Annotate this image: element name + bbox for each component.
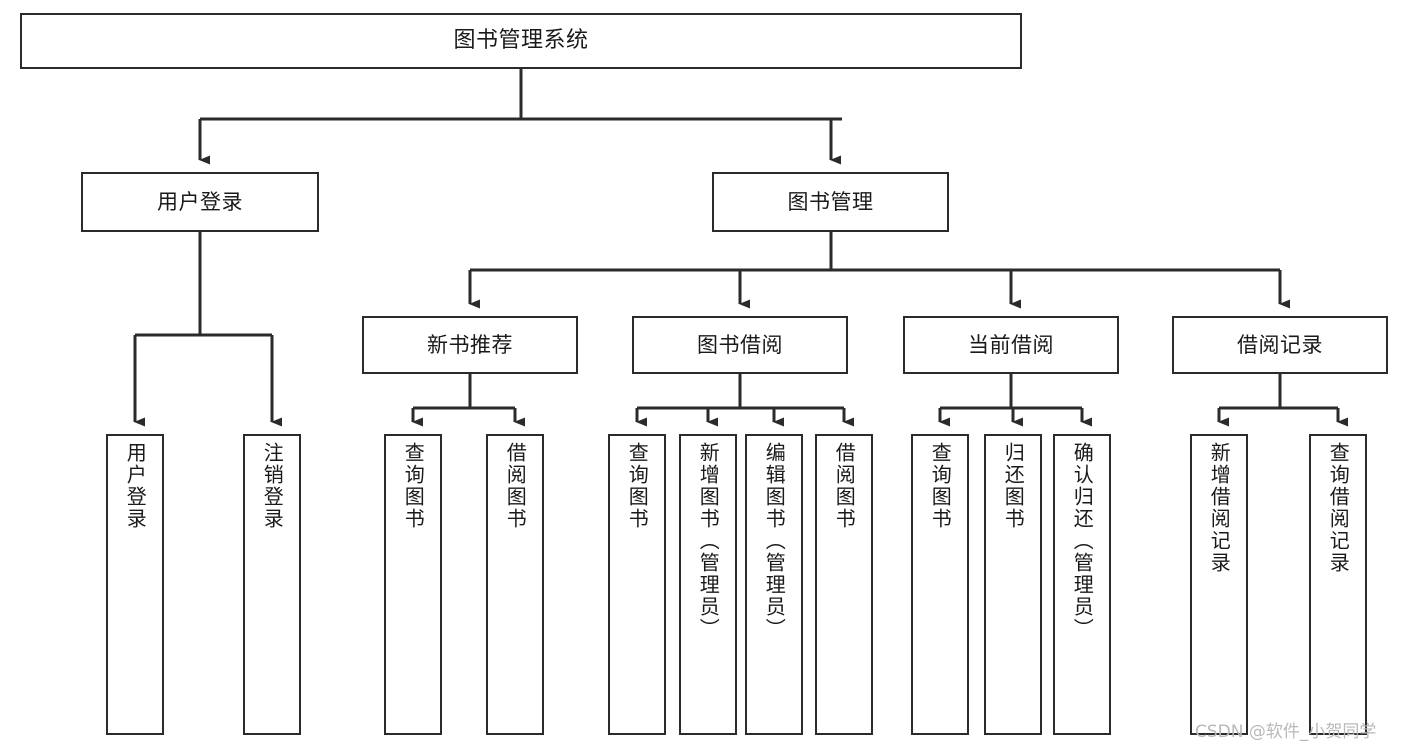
node-leaf-borrow-book-1[interactable]: 借阅图书 bbox=[486, 434, 544, 735]
node-root-label: 图书管理系统 bbox=[453, 28, 589, 54]
node-leaf-query-book-2[interactable]: 查询图书 bbox=[608, 434, 666, 735]
node-leaf-borrow-book-2[interactable]: 借阅图书 bbox=[815, 434, 873, 735]
node-leaf-return-book[interactable]: 归还图书 bbox=[984, 434, 1042, 735]
node-leaf-edit-book[interactable]: 编辑图书（管理员） bbox=[745, 434, 803, 735]
watermark: CSDN @软件_小贺同学 bbox=[1195, 722, 1377, 742]
node-leaf-add-record[interactable]: 新增借阅记录 bbox=[1190, 434, 1248, 735]
node-leaf-edit-book-label: 编辑图书（管理员） bbox=[762, 442, 787, 640]
node-leaf-add-book-label: 新增图书（管理员） bbox=[696, 442, 721, 640]
node-leaf-logout[interactable]: 注销登录 bbox=[243, 434, 301, 735]
node-leaf-confirm-return-label: 确认归还（管理员） bbox=[1070, 442, 1095, 640]
node-leaf-query-book-3[interactable]: 查询图书 bbox=[911, 434, 969, 735]
node-leaf-query-book-2-label: 查询图书 bbox=[625, 442, 650, 530]
node-leaf-confirm-return[interactable]: 确认归还（管理员） bbox=[1053, 434, 1111, 735]
node-root[interactable]: 图书管理系统 bbox=[20, 13, 1022, 69]
node-new-book-rec-label: 新书推荐 bbox=[427, 332, 513, 357]
node-current-borrow[interactable]: 当前借阅 bbox=[903, 316, 1119, 374]
node-leaf-query-record[interactable]: 查询借阅记录 bbox=[1309, 434, 1367, 735]
node-borrow-record-label: 借阅记录 bbox=[1237, 332, 1323, 357]
node-leaf-user-login[interactable]: 用户登录 bbox=[106, 434, 164, 735]
node-leaf-add-record-label: 新增借阅记录 bbox=[1207, 442, 1232, 574]
node-leaf-borrow-book-1-label: 借阅图书 bbox=[503, 442, 528, 530]
node-book-borrow[interactable]: 图书借阅 bbox=[632, 316, 848, 374]
node-borrow-record[interactable]: 借阅记录 bbox=[1172, 316, 1388, 374]
node-leaf-query-record-label: 查询借阅记录 bbox=[1326, 442, 1351, 574]
node-book-borrow-label: 图书借阅 bbox=[697, 332, 783, 357]
node-leaf-query-book-3-label: 查询图书 bbox=[928, 442, 953, 530]
node-current-borrow-label: 当前借阅 bbox=[968, 332, 1054, 357]
node-leaf-borrow-book-2-label: 借阅图书 bbox=[832, 442, 857, 530]
node-leaf-user-login-label: 用户登录 bbox=[123, 442, 148, 530]
node-user-login[interactable]: 用户登录 bbox=[81, 172, 319, 232]
node-leaf-add-book[interactable]: 新增图书（管理员） bbox=[679, 434, 737, 735]
node-book-manage-label: 图书管理 bbox=[787, 189, 874, 214]
node-book-manage[interactable]: 图书管理 bbox=[712, 172, 949, 232]
node-leaf-return-book-label: 归还图书 bbox=[1001, 442, 1026, 530]
node-leaf-query-book-1[interactable]: 查询图书 bbox=[384, 434, 442, 735]
node-user-login-label: 用户登录 bbox=[157, 189, 243, 214]
node-new-book-rec[interactable]: 新书推荐 bbox=[362, 316, 578, 374]
node-leaf-query-book-1-label: 查询图书 bbox=[401, 442, 426, 530]
node-leaf-logout-label: 注销登录 bbox=[260, 442, 285, 530]
